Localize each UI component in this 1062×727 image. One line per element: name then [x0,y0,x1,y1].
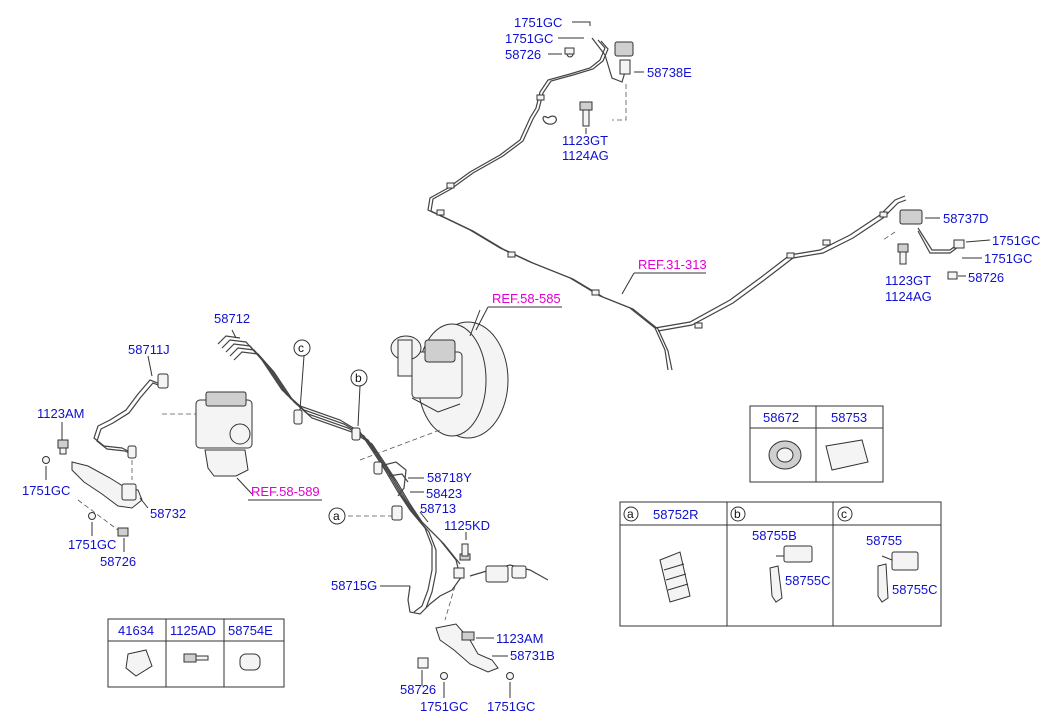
label-58732: 58732 [150,506,186,521]
label-58738e: 58738E [647,65,692,80]
label-58711j: 58711J [128,342,170,357]
label-1751gc-l2: 1751GC [68,537,116,552]
label-1125kd: 1125KD [444,518,490,533]
table-cell-58755c-c: 58755C [892,582,938,597]
label-1751gc-top2: 1751GC [505,31,553,46]
table-abc: a 58752R b c 58755B 58755C 58755 58755C [619,501,942,627]
cap-58754e-image [239,653,261,671]
table-cell-1125ad: 1125AD [170,623,216,638]
clip-58755b-image [769,565,783,603]
table-cell-58752r: 58752R [653,507,699,522]
table-cell-58753: 58753 [831,410,867,425]
table-cell-58755: 58755 [866,533,902,548]
table-cell-58755b: 58755B [752,528,797,543]
table-bottom-left: 41634 1125AD 58754E [107,618,285,688]
label-1124ag-r: 1124AG [885,289,932,304]
label-58423: 58423 [426,486,462,501]
label-1751gc-r1: 1751GC [992,233,1040,248]
clip-58755-image [877,563,889,603]
ref-58-585: REF.58-585 [492,291,561,306]
label-1751gc-b1: 1751GC [420,699,468,714]
label-1123am-b: 1123AM [496,631,543,646]
label-58726-r: 58726 [968,270,1004,285]
label-1751gc-r2: 1751GC [984,251,1032,266]
table-cell-58755c-b: 58755C [785,573,831,588]
clip-41634-image [125,649,153,677]
label-58715g: 58715G [331,578,377,593]
label-58726-top: 58726 [505,47,541,62]
rear-brake-lines [427,21,991,371]
label-1123gt-r: 1123GT [885,273,931,288]
ref-58-585-leader [475,306,562,331]
label-1123am-l: 1123AM [37,406,84,421]
table-cell-41634: 41634 [118,623,154,638]
part-labels: 1751GC 1751GC 58726 58738E 1123GT 1124AG… [22,15,1040,714]
callout-c: c [298,341,304,355]
label-58718y: 58718Y [427,470,472,485]
label-1123gt-top: 1123GT [562,133,608,148]
label-58731b: 58731B [510,648,555,663]
left-hose-assembly [42,355,169,552]
front-brake-lines [217,329,549,621]
label-58726-l: 58726 [100,554,136,569]
abs-module [162,391,253,495]
front-hose-assembly [417,623,514,698]
table-cell-58754e: 58754E [228,623,273,638]
ref-31-313: REF.31-313 [638,257,707,272]
table-small-right: 58672 58753 [749,405,884,483]
table-cell-58672: 58672 [763,410,799,425]
callout-b: b [355,371,362,385]
label-58712: 58712 [214,311,250,326]
label-1751gc-l: 1751GC [22,483,70,498]
table-letter-a: a [627,507,634,521]
brake-booster [390,309,509,439]
label-1751gc-b2: 1751GC [487,699,535,714]
table-letter-c: c [841,507,847,521]
callout-a: a [333,509,340,523]
table-letter-b: b [734,507,741,521]
ref-31-313-leader [621,272,706,295]
bolt-1125ad-image [183,653,197,663]
label-58737d: 58737D [943,211,989,226]
clip-image [825,439,869,471]
label-58713: 58713 [420,501,456,516]
label-58726-b: 58726 [400,682,436,697]
label-1124ag-top: 1124AG [562,148,609,163]
ref-58-589: REF.58-589 [251,484,320,499]
label-1751gc-top1: 1751GC [514,15,562,30]
